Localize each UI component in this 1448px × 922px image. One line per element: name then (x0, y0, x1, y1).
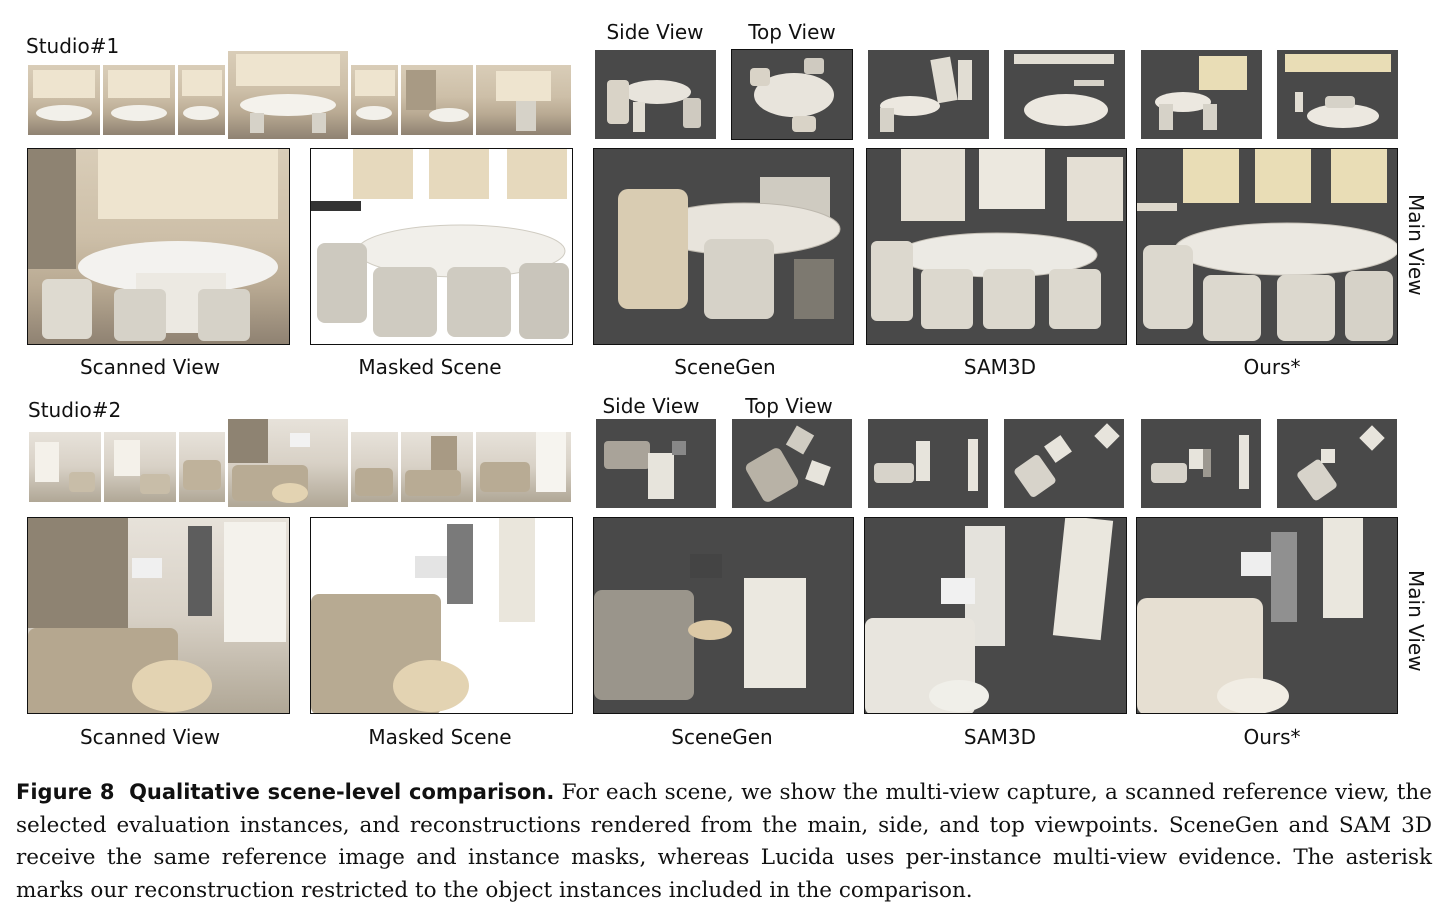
sam3d-caption: SAM3D (963, 355, 1037, 379)
ours-side-render (1141, 419, 1261, 508)
sam3d-side-render (868, 50, 989, 139)
sam3d-side-render (868, 419, 988, 508)
masked-scene-image (310, 148, 573, 345)
capture-thumbnail (104, 432, 176, 502)
ours-top-render (1277, 50, 1398, 139)
capture-thumbnail (401, 65, 473, 135)
sam3d-top-render (1004, 50, 1125, 139)
masked-scene-caption: Masked Scene (358, 355, 502, 379)
ours-side-render (1141, 50, 1262, 139)
side-view-label: Side View (606, 20, 704, 44)
capture-thumbnail (351, 432, 398, 502)
ours-caption: Ours* (1243, 355, 1301, 379)
scanned-view-image (27, 148, 290, 345)
capture-thumbnail (351, 65, 398, 135)
scene-title: Studio#1 (26, 34, 120, 58)
main-view-label: Main View (1404, 570, 1428, 672)
capture-thumbnail (228, 419, 348, 507)
ours-top-render (1277, 419, 1397, 508)
figure-title: Qualitative scene-level comparison. (129, 780, 555, 804)
masked-scene-caption: Masked Scene (368, 725, 512, 749)
top-view-label: Top View (748, 20, 836, 44)
scenegen-main-render (593, 148, 854, 345)
ours-caption: Ours* (1243, 725, 1301, 749)
capture-thumbnail (401, 432, 473, 502)
figure-caption: Figure 8 Qualitative scene-level compari… (16, 776, 1432, 907)
scene-title: Studio#2 (28, 398, 122, 422)
masked-scene-image (310, 517, 573, 714)
capture-thumbnail (29, 432, 101, 502)
capture-thumbnail (476, 65, 571, 135)
side-view-label: Side View (602, 394, 700, 418)
scenegen-top-render (732, 419, 852, 508)
figure-label: Figure 8 (16, 780, 115, 804)
capture-thumbnail (103, 65, 175, 135)
sam3d-top-render (1004, 419, 1124, 508)
scenegen-side-render (596, 419, 716, 508)
scenegen-caption: SceneGen (674, 355, 776, 379)
capture-thumbnail (179, 432, 225, 502)
ours-main-render (1136, 148, 1398, 345)
sam3d-main-render (866, 148, 1127, 345)
scanned-view-caption: Scanned View (79, 355, 221, 379)
scenegen-side-render (595, 50, 716, 139)
capture-thumbnail (228, 51, 348, 139)
scenegen-top-render (731, 49, 853, 140)
main-view-label: Main View (1404, 194, 1428, 296)
capture-thumbnail (28, 65, 100, 135)
top-view-label: Top View (745, 394, 833, 418)
capture-thumbnail (178, 65, 225, 135)
scenegen-main-render (593, 517, 854, 714)
scanned-view-caption: Scanned View (79, 725, 221, 749)
scanned-view-image (27, 517, 290, 714)
scenegen-caption: SceneGen (671, 725, 773, 749)
ours-main-render (1136, 517, 1398, 714)
sam3d-main-render (864, 517, 1127, 714)
capture-thumbnail (476, 432, 571, 502)
caption-text: For each scene, we show the multi-view c… (16, 780, 1432, 903)
sam3d-caption: SAM3D (963, 725, 1037, 749)
